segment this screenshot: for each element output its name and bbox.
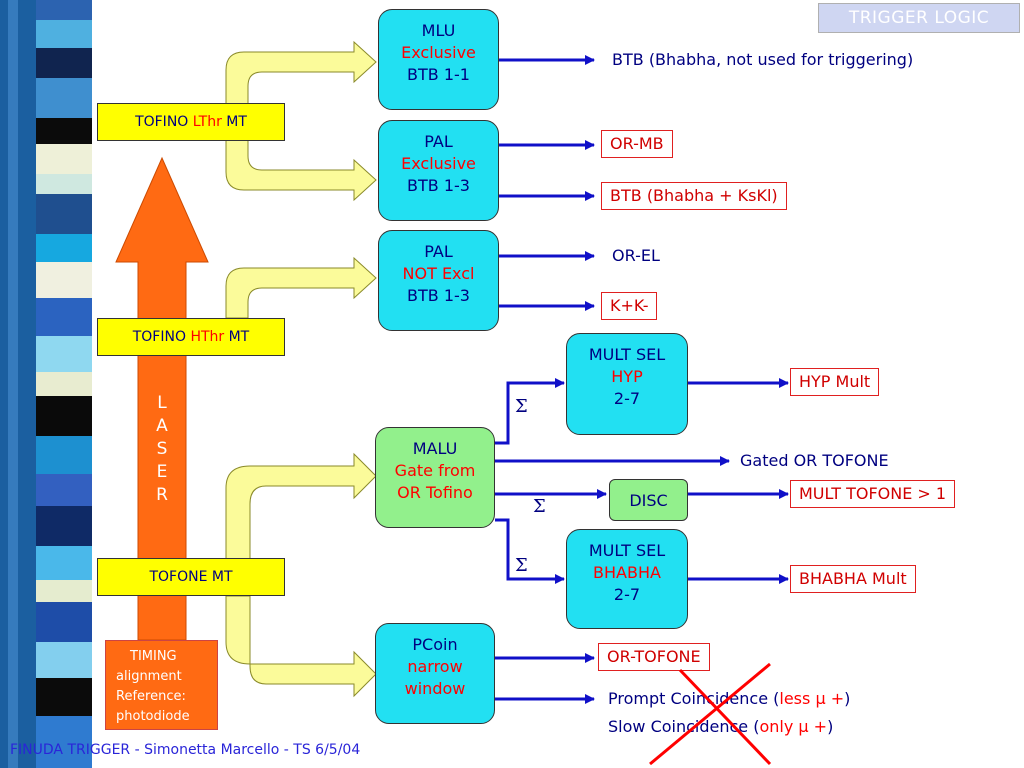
unit-malu: MALU Gate from OR Tofino [375,427,495,528]
unit-name: DISC [629,491,668,510]
unit-name: MULT SEL [588,345,666,364]
laser-letter: A [156,416,168,436]
unit-name: MLU [421,21,456,40]
unit-config: window [404,679,466,698]
output-text-end: ) [827,717,834,736]
output-hyp-mult: HYP Mult [790,368,880,396]
output-or-tofone: OR-TOFONE [598,643,710,671]
unit-name: PAL [424,132,453,151]
output-qualifier: less [779,689,816,708]
sum-symbol: Σ [515,396,528,417]
timing-line: Reference: [116,689,186,704]
unit-mode: HYP [611,367,643,386]
output-sign: + [808,717,828,736]
output-gated-or-tofone: Gated OR TOFONE [740,451,889,470]
unit-mode: Exclusive [401,43,476,62]
input-tofino-hthr: TOFINO HThr MT [97,318,285,356]
unit-mult-sel-bhabha: MULT SEL BHABHA 2-7 [566,529,688,629]
unit-pcoin: PCoin narrow window [375,623,495,724]
timing-line: alignment [116,669,182,684]
input-label-suffix: MT [224,329,250,345]
output-sign: + [825,689,845,708]
timing-reference-box: TIMING alignment Reference: photodiode [105,640,218,730]
fat-arrow-hthr [225,256,377,319]
laser-label: L A S E R [152,392,172,507]
unit-name: MULT SEL [588,541,666,560]
mu-symbol: μ [815,689,826,708]
output-text-end: ) [844,689,851,708]
unit-mode: BHABHA [593,563,661,582]
laser-letter: S [156,439,168,459]
decorative-strip [0,0,92,768]
unit-disc: DISC [609,479,688,521]
unit-mode: NOT Excl [402,264,475,283]
unit-pal-not-exclusive: PAL NOT Excl BTB 1-3 [378,230,499,331]
unit-config: BTB 1-3 [407,286,470,305]
output-or-el: OR-EL [612,246,660,265]
threshold-label: LThr [192,114,222,130]
unit-mlu: MLU Exclusive BTB 1-1 [378,9,499,110]
unit-config: OR Tofino [397,483,473,502]
unit-name: MALU [412,439,458,458]
unit-mode: Gate from [394,461,476,480]
output-qualifier: only [759,717,799,736]
unit-config: BTB 1-3 [407,176,470,195]
unit-config: 2-7 [613,389,641,408]
unit-mult-sel-hyp: MULT SEL HYP 2-7 [566,333,688,435]
footer-credit: FINUDA TRIGGER - Simonetta Marcello - TS… [10,742,361,758]
sum-symbol: Σ [515,555,528,576]
unit-mode: Exclusive [401,154,476,173]
unit-name: PAL [424,242,453,261]
laser-letter: R [156,485,168,505]
output-text: Slow Coincidence ( [608,717,760,736]
unit-config: BTB 1-1 [407,65,470,84]
output-slow-coincidence: Slow Coincidence (only μ +) [608,716,833,738]
mu-symbol: μ [798,717,809,736]
output-or-mb: OR-MB [601,130,673,158]
signal-arrows [495,55,789,704]
input-label-suffix: MT [221,114,247,130]
unit-name: PCoin [412,635,458,654]
unit-mode: narrow [407,657,463,676]
laser-letter: E [156,462,168,482]
fat-arrow-lthr [225,40,377,202]
unit-pal-exclusive: PAL Exclusive BTB 1-3 [378,120,499,221]
input-label: TOFINO [135,114,193,130]
sum-symbol: Σ [533,496,546,517]
input-label: TOFINO [132,329,191,345]
threshold-label: HThr [190,329,225,345]
cross-out-mark [649,662,772,766]
output-kk: K+K- [601,292,658,320]
output-btb-unused: BTB (Bhabha, not used for triggering) [612,50,914,69]
output-bhabha-mult: BHABHA Mult [790,565,916,593]
unit-config: 2-7 [613,585,641,604]
page-title: TRIGGER LOGIC [818,3,1020,33]
input-label: TOFONE MT [149,569,233,585]
timing-line: photodiode [116,709,190,724]
output-btb-kskl: BTB (Bhabha + KsKl) [601,182,787,210]
timing-line: TIMING [130,649,177,664]
input-tofino-lthr: TOFINO LThr MT [97,103,285,141]
laser-letter: L [157,393,167,413]
fat-arrow-tofone [225,452,377,698]
input-tofone: TOFONE MT [97,558,285,596]
output-mult-tofone: MULT TOFONE > 1 [790,480,956,508]
